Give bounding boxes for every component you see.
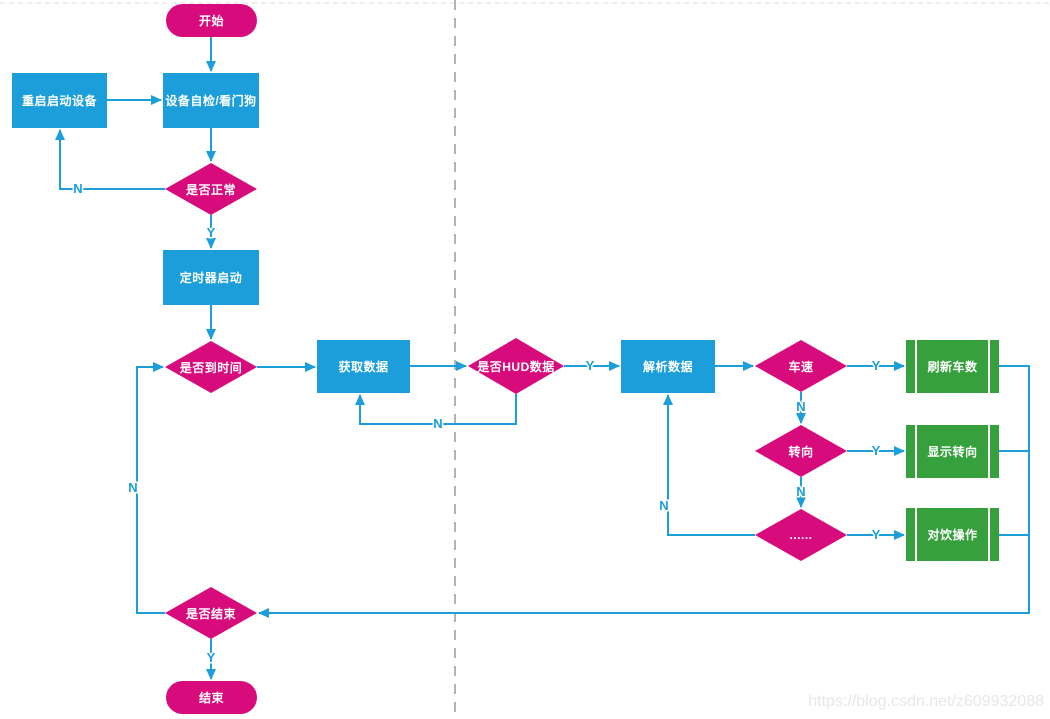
edge-label-is-finished-y: Y <box>207 650 216 665</box>
edge-is-normal-n-to-restart <box>55 129 165 190</box>
node-restart-device: 重启启动设备 <box>12 73 107 128</box>
edge-rail-to-is-finished <box>258 365 1030 618</box>
node-corresponding-action: 对饮操作 <box>906 508 999 561</box>
node-timer-start: 定时器启动 <box>163 250 259 305</box>
edge-label-is-hud-y: Y <box>586 358 595 373</box>
edge-is-hud-n-to-fetch <box>355 394 517 425</box>
edge-label-speed-y: Y <box>872 358 881 373</box>
node-device-self-check: 设备自检/看门狗 <box>163 73 259 128</box>
edge-label-is-normal-y: Y <box>207 225 216 240</box>
edge-label-is-hud-n: N <box>433 416 442 431</box>
edge-label-speed-n: N <box>796 399 805 414</box>
edge-label-turning-n: N <box>796 484 805 499</box>
watermark: https://blog.csdn.net/z609932088 <box>808 693 1044 710</box>
node-show-turning: 显示转向 <box>906 425 999 478</box>
edge-others-n-to-parse <box>663 394 755 536</box>
edge-label-others-y: Y <box>872 527 881 542</box>
node-parse-data: 解析数据 <box>621 340 715 393</box>
edge-label-others-n: N <box>659 498 668 513</box>
node-fetch-data: 获取数据 <box>317 340 410 393</box>
edge-label-is-finished-n: N <box>128 480 137 495</box>
node-end: 结束 <box>166 681 257 714</box>
edge-label-turning-y: Y <box>872 443 881 458</box>
node-refresh-speed: 刷新车数 <box>906 340 999 393</box>
node-start: 开始 <box>166 4 257 37</box>
edge-label-is-normal-n: N <box>73 181 82 196</box>
edge-is-finished-n-to-is-time <box>136 362 165 614</box>
